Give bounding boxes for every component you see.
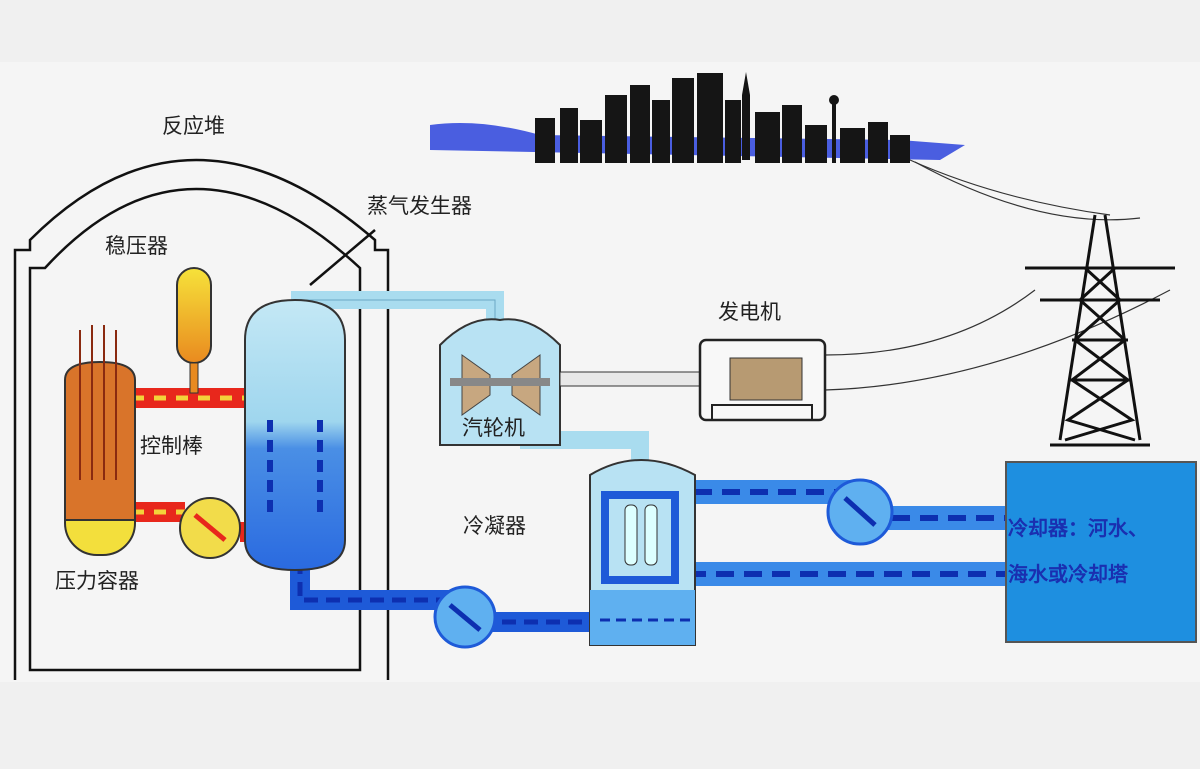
label-pressure-vessel: 压力容器 bbox=[55, 569, 139, 593]
label-reactor: 反应堆 bbox=[162, 114, 225, 138]
label-cooler-line2: 海水或冷却塔 bbox=[1008, 562, 1128, 586]
label-cooler: 冷却器：河水、 海水或冷却塔 bbox=[1008, 505, 1193, 597]
transmission-tower bbox=[1025, 214, 1175, 447]
label-turbine: 汽轮机 bbox=[462, 416, 525, 440]
label-steam-generator: 蒸气发生器 bbox=[367, 194, 472, 218]
label-condenser: 冷凝器 bbox=[463, 514, 526, 538]
turbine-shaft bbox=[559, 371, 701, 387]
label-control-rod: 控制棒 bbox=[140, 434, 203, 458]
power-lines bbox=[824, 159, 1171, 391]
condenser bbox=[589, 459, 696, 646]
feedwater-pipe bbox=[290, 560, 600, 649]
pressurizer bbox=[176, 267, 212, 394]
label-generator: 发电机 bbox=[718, 300, 781, 324]
label-cooler-line1: 冷却器：河水、 bbox=[1008, 516, 1148, 540]
city-skyline bbox=[430, 72, 965, 163]
containment-building bbox=[13, 158, 390, 680]
generator bbox=[698, 338, 827, 422]
cooler-box bbox=[1005, 461, 1197, 643]
label-pressurizer: 稳压器 bbox=[105, 234, 168, 258]
pressure-vessel bbox=[64, 325, 136, 556]
cooling-water-loop bbox=[610, 478, 1008, 586]
steam-generator bbox=[244, 298, 346, 572]
turbine bbox=[439, 318, 561, 446]
